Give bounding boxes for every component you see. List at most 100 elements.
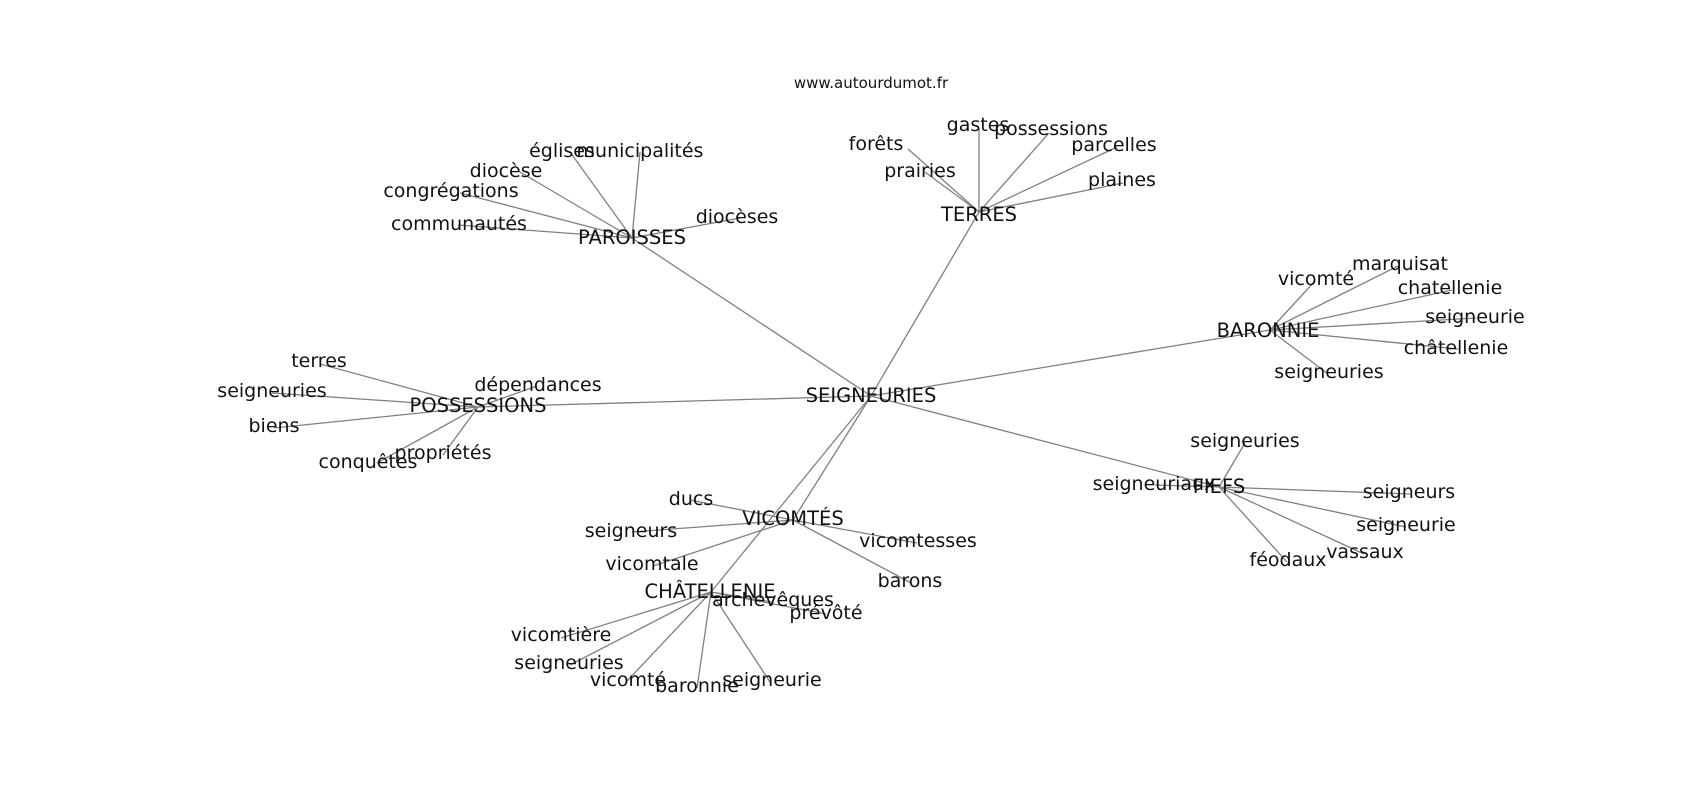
edge-center-baronnie — [870, 329, 1271, 397]
graph-edges — [271, 128, 1477, 689]
word-label[interactable]: seigneuries — [1190, 430, 1299, 452]
edge-possessions-word — [442, 406, 479, 456]
word-label[interactable]: seigneurs — [1363, 481, 1455, 503]
edge-terres-word — [978, 182, 1124, 213]
edge-center-paroisses — [631, 237, 872, 397]
graph-labels: SEIGNEURIES PAROISSES églises municipali… — [217, 114, 1524, 697]
word-label[interactable]: vicomté — [590, 669, 666, 691]
hub-label-paroisses[interactable]: PAROISSES — [578, 226, 686, 249]
edge-center-possessions — [477, 395, 872, 408]
word-label[interactable]: seigneurie — [722, 669, 821, 691]
word-label[interactable]: vicomtesses — [859, 530, 977, 552]
word-label[interactable]: parcelles — [1071, 134, 1156, 156]
hub-label-terres[interactable]: TERRES — [940, 203, 1017, 226]
edge-terres-word — [978, 132, 1050, 213]
edge-fiefs-word — [1154, 484, 1220, 488]
edge-center-terres — [870, 211, 980, 397]
edge-vicomtes-word — [792, 519, 912, 584]
edge-terres-word — [924, 171, 980, 213]
word-label[interactable]: diocèse — [470, 160, 543, 182]
hub-label-fiefs[interactable]: FIEFS — [1193, 475, 1246, 498]
word-label[interactable]: chatellenie — [1398, 277, 1503, 299]
word-label[interactable]: plaines — [1088, 169, 1156, 191]
edge-chatellenie-word — [626, 591, 712, 682]
edge-center-fiefs — [870, 395, 1220, 488]
word-label[interactable]: féodaux — [1250, 549, 1327, 571]
word-label[interactable]: vicomtière — [511, 624, 612, 646]
edge-baronnie-word — [1269, 265, 1399, 331]
word-label[interactable]: seigneuriaux — [1093, 473, 1216, 495]
word-label[interactable]: biens — [249, 415, 300, 437]
word-label[interactable]: prévôté — [789, 602, 862, 624]
edge-vicomtes-word — [792, 519, 918, 544]
word-label[interactable]: ducs — [669, 488, 713, 510]
edge-fiefs-word — [1218, 486, 1411, 495]
word-label[interactable]: communautés — [391, 213, 527, 235]
word-label[interactable]: marquisat — [1352, 253, 1448, 275]
edge-fiefs-word — [1218, 486, 1288, 563]
edge-chatellenie-word — [560, 591, 712, 639]
word-label[interactable]: seigneuries — [514, 652, 623, 674]
edge-vicomtes-word — [652, 519, 794, 567]
edge-chatellenie-word — [710, 591, 827, 615]
edge-fiefs-word — [1218, 486, 1407, 528]
word-label[interactable]: archevêques — [712, 589, 834, 611]
word-label[interactable]: seigneuries — [217, 380, 326, 402]
hub-label-possessions[interactable]: POSSESSIONS — [409, 394, 546, 417]
edge-chatellenie-word — [696, 591, 712, 689]
edge-fiefs-word — [1218, 486, 1365, 555]
edge-possessions-word — [319, 363, 479, 408]
word-label[interactable]: barons — [878, 570, 943, 592]
word-label[interactable]: vicomtale — [605, 553, 698, 575]
edge-possessions-word — [477, 385, 538, 408]
word-label[interactable]: dépendances — [474, 374, 601, 396]
word-label[interactable]: municipalités — [577, 140, 704, 162]
word-label[interactable]: églises — [529, 140, 595, 162]
edge-possessions-word — [273, 406, 479, 429]
word-label[interactable]: seigneuries — [1274, 361, 1383, 383]
word-label[interactable]: gastes — [947, 114, 1010, 136]
edge-paroisses-word — [459, 192, 633, 239]
edge-vicomtes-word — [631, 519, 794, 533]
edge-possessions-word — [376, 406, 479, 464]
word-label[interactable]: diocèses — [696, 206, 779, 228]
edge-vicomtes-word — [689, 499, 794, 521]
word-label[interactable]: seigneurie — [1356, 514, 1455, 536]
word-label[interactable]: congrégations — [383, 180, 518, 202]
edge-baronnie-word — [1269, 317, 1477, 331]
source-label: www.autourdumot.fr — [794, 74, 949, 92]
word-label[interactable]: possessions — [994, 118, 1108, 140]
hub-label-chatellenie[interactable]: CHÂTELLENIE — [644, 580, 775, 603]
word-label[interactable]: seigneurs — [585, 520, 677, 542]
word-label[interactable]: forêts — [849, 133, 904, 155]
edge-baronnie-word — [1269, 329, 1329, 375]
word-label[interactable]: conquêtes — [319, 451, 418, 473]
edge-terres-word — [978, 146, 1118, 213]
center-node-label[interactable]: SEIGNEURIES — [806, 384, 937, 407]
edge-paroisses-word — [457, 224, 633, 239]
word-label[interactable]: terres — [291, 350, 347, 372]
word-label[interactable]: propriétés — [395, 442, 492, 464]
edge-baronnie-word — [1269, 329, 1459, 350]
word-label[interactable]: vicomté — [1278, 268, 1354, 290]
word-label[interactable]: vassaux — [1326, 541, 1404, 563]
edge-chatellenie-word — [710, 591, 771, 683]
word-label[interactable]: prairies — [884, 160, 955, 182]
edge-paroisses-word — [569, 151, 633, 239]
edge-baronnie-word — [1269, 281, 1315, 331]
edge-baronnie-word — [1269, 289, 1453, 331]
word-label[interactable]: châtellenie — [1404, 337, 1509, 359]
edge-paroisses-word — [631, 151, 641, 239]
edge-fiefs-word — [1218, 442, 1246, 488]
hub-label-vicomtes[interactable]: VICOMTÉS — [742, 507, 844, 530]
edge-paroisses-word — [519, 171, 633, 239]
word-label[interactable]: baronnie — [655, 675, 739, 697]
edge-possessions-word — [271, 392, 479, 408]
edge-center-vicomtes — [792, 395, 872, 521]
edge-paroisses-word — [631, 217, 741, 239]
word-label[interactable]: seigneurie — [1425, 306, 1524, 328]
edge-terres-word — [907, 148, 980, 213]
edge-chatellenie-word — [569, 591, 712, 666]
hub-label-baronnie[interactable]: BARONNIE — [1217, 319, 1320, 342]
